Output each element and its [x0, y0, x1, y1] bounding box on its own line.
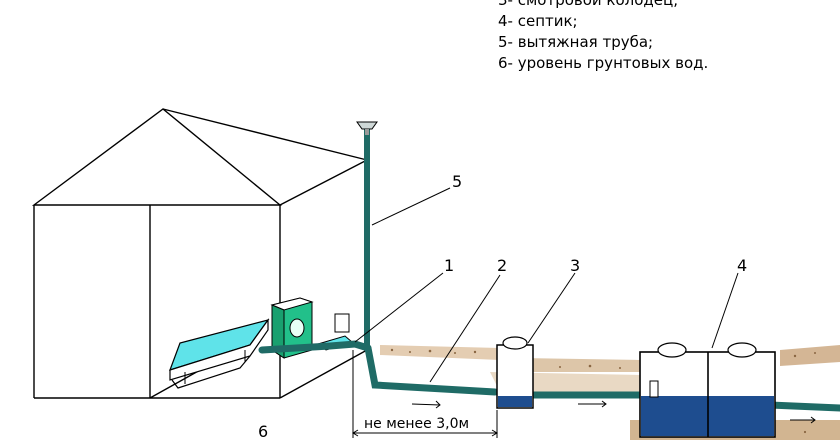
vent-pipe [356, 121, 378, 347]
distance-label: не менее 3,0м [364, 416, 469, 432]
number-labels: 1 2 3 4 5 6 [258, 172, 747, 441]
inspection-well [496, 336, 534, 409]
flow-arrows [411, 400, 816, 424]
septic-tank [639, 342, 776, 438]
label-5: 5 [452, 172, 462, 191]
legend: 3- смотровой колодец; 4- септик; 5- вытя… [498, 0, 708, 72]
sewer-pipe [258, 340, 840, 412]
legend-line-4: 4- септик; [498, 12, 578, 30]
legend-line-5: 5- вытяжная труба; [498, 33, 653, 51]
distance-dimension [352, 350, 498, 438]
label-4: 4 [737, 256, 747, 275]
washing-machine [270, 297, 314, 359]
legend-line-6: 6- уровень грунтовых вод. [498, 54, 708, 72]
label-6: 6 [258, 422, 268, 440]
label-1: 1 [444, 256, 454, 275]
label-2: 2 [497, 256, 507, 275]
house [31, 108, 368, 399]
label-3: 3 [570, 256, 580, 275]
legend-line-3: 3- смотровой колодец; [498, 0, 678, 9]
bathtub [169, 318, 270, 389]
leader-lines [354, 187, 739, 383]
